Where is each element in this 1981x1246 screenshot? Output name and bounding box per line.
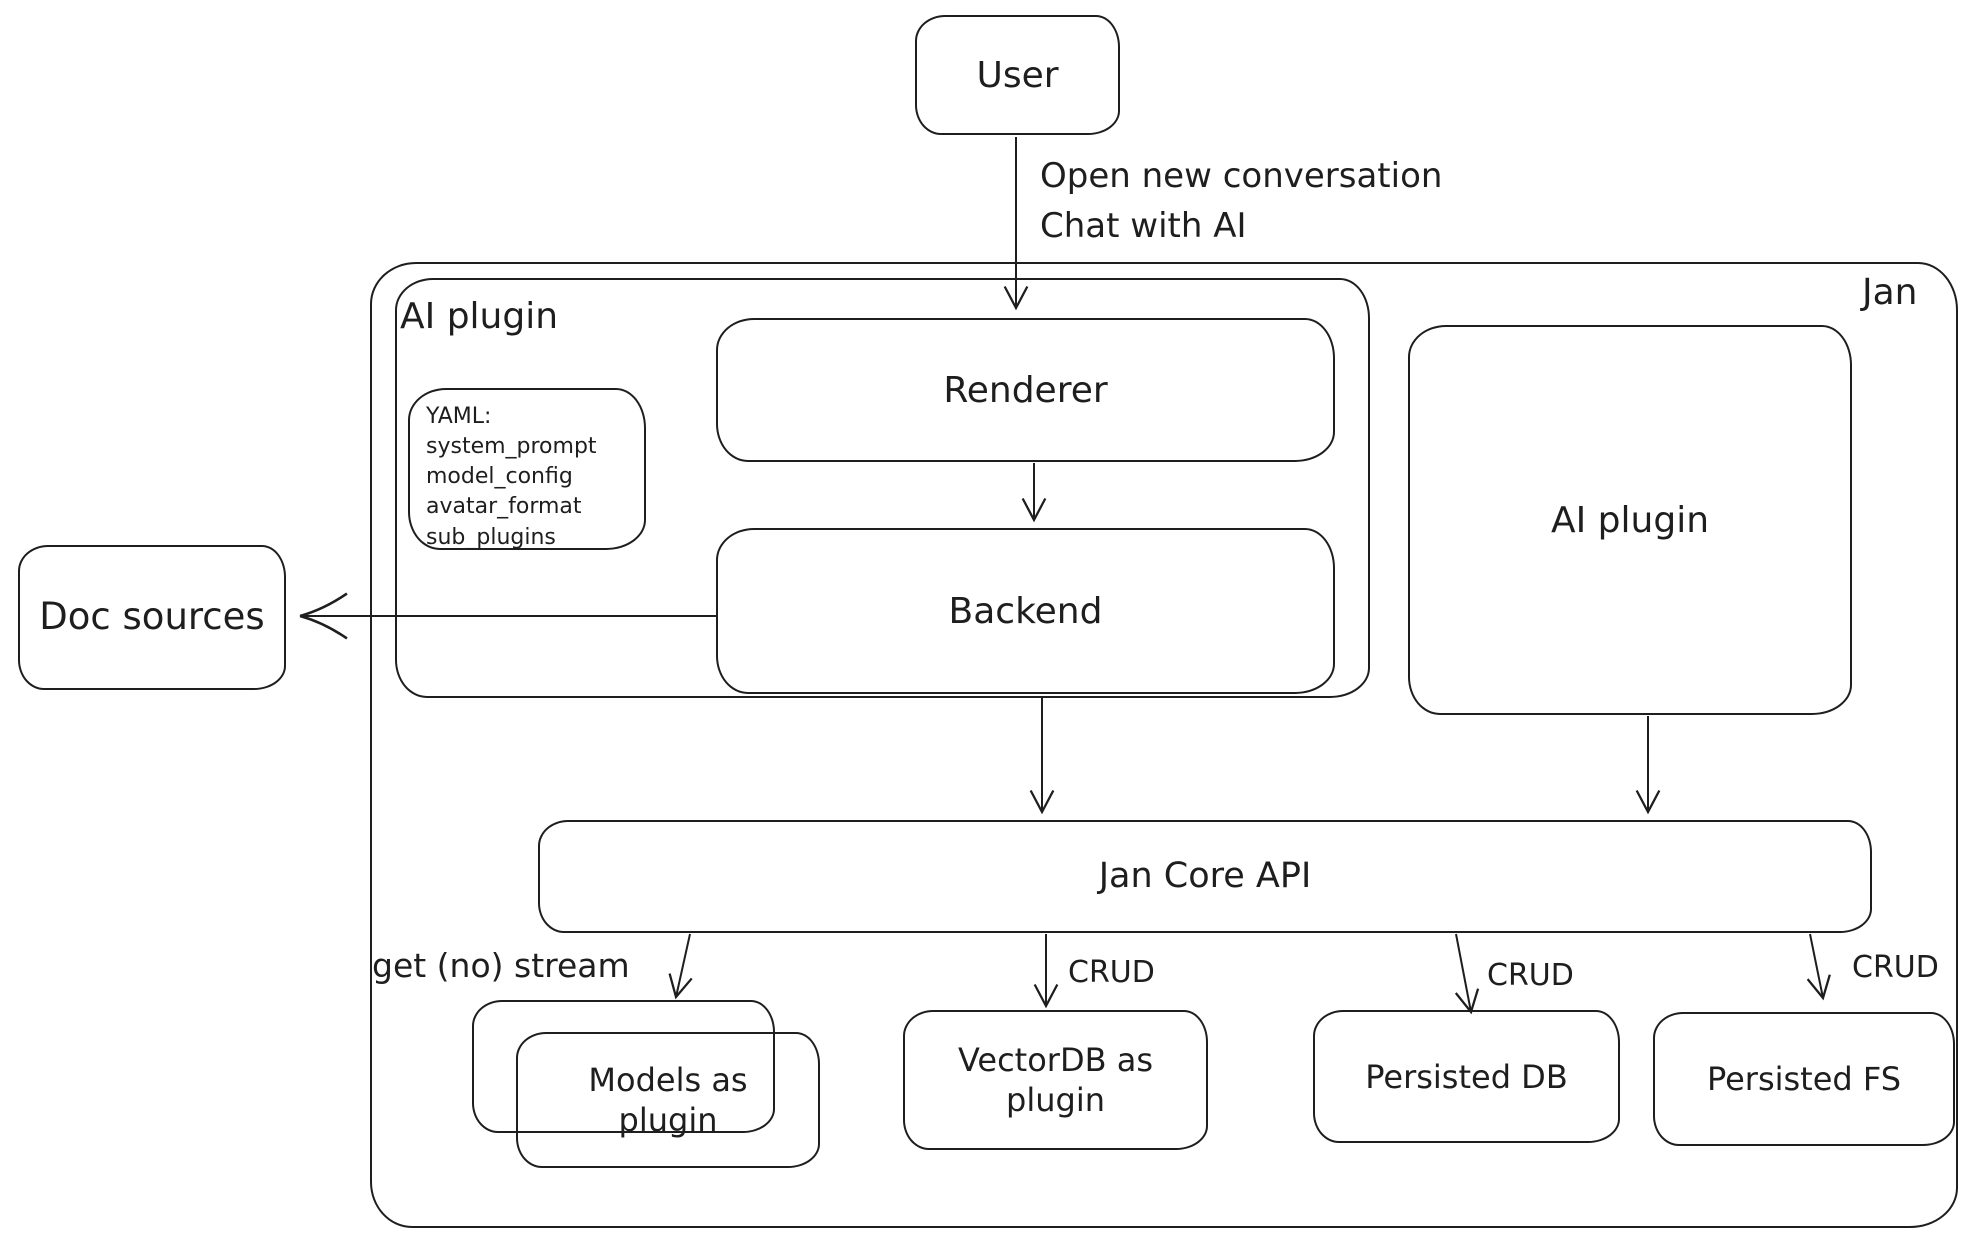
models-as-plugin-node: Models as plugin [516,1032,820,1168]
persisted-fs-node: Persisted FS [1653,1012,1955,1146]
edge-label-line: Chat with AI [1040,205,1247,246]
yaml-note-line: YAML: [426,404,492,429]
jan-core-api-node: Jan Core API [538,820,1872,933]
edge-label-crud-persisted-db: CRUD [1487,958,1574,993]
ai-plugin-box: AI plugin [1408,325,1852,715]
edge-label-open-conversation: Open new conversation Chat with AI [1040,152,1442,252]
edge-label-get-no-stream: get (no) stream [372,946,630,985]
doc-sources-node: Doc sources [18,545,286,690]
yaml-note-line: system_prompt [426,434,597,460]
yaml-note-line: avatar_format [426,494,582,520]
edge-api-to-models [668,933,693,1000]
user-node: User [915,15,1120,135]
edge-api-to-persisted-db [1454,933,1480,1015]
vectordb-as-plugin-node: VectorDB as plugin [903,1010,1208,1150]
yaml-note-line: sub_plugins [426,524,556,550]
persisted-db-node: Persisted DB [1313,1010,1620,1143]
backend-node: Backend [716,528,1335,694]
yaml-note: YAML: system_prompt model_config avatar_… [408,388,646,550]
jan-container-label: Jan [1862,272,1918,313]
models-as-plugin-back-box [472,1000,775,1133]
edge-api-to-persisted-fs [1806,933,1831,1001]
edge-label-line: Open new conversation [1040,156,1443,196]
renderer-node: Renderer [716,318,1335,462]
edge-label-crud-vectordb: CRUD [1068,955,1155,990]
edge-label-crud-persisted-fs: CRUD [1852,950,1939,985]
yaml-note-line: model_config [426,464,573,490]
jan-container [370,262,1958,1228]
ai-plugin-container-label: AI plugin [400,296,559,337]
ai-plugin-container [395,278,1370,698]
